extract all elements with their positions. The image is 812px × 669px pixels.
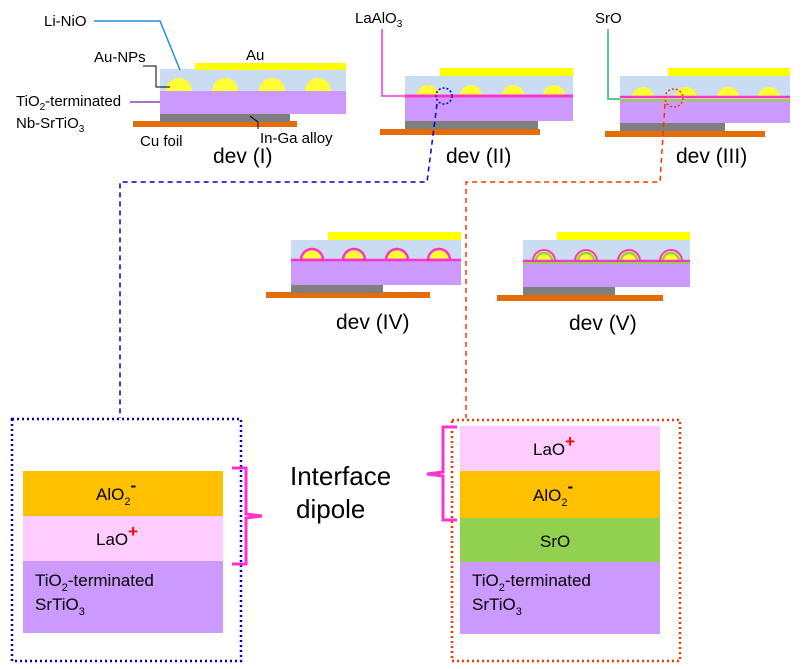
au-electrode	[195, 63, 346, 70]
device-label: dev (II)	[446, 145, 511, 168]
device-2: dev (II)	[380, 68, 573, 168]
au-np	[573, 249, 599, 262]
device-5: dev (V)	[497, 232, 690, 335]
alo2-label: AlO2-	[96, 476, 136, 508]
right-dipole-brace	[426, 425, 457, 522]
nb-srtio3-layer	[160, 91, 346, 114]
srtio3-layer	[23, 561, 223, 633]
au-np	[212, 78, 238, 91]
alo2-layer	[460, 471, 660, 518]
interface-highlight	[435, 87, 453, 105]
nb-srtio3-layer	[620, 100, 790, 123]
lao-label: LaO+	[96, 522, 138, 549]
lao-layer	[460, 426, 660, 471]
alo2-layer	[23, 471, 223, 516]
interface-dipole-label: Interface	[290, 461, 391, 491]
au-electrode	[668, 68, 790, 76]
au-label: Au	[246, 47, 264, 64]
lao-label: LaO+	[533, 432, 575, 459]
nb-srtio3-layer	[405, 96, 573, 121]
li-nio-layer	[523, 240, 690, 261]
au-electrode	[557, 232, 690, 240]
in-ga-leader	[249, 115, 259, 129]
cu-foil-label: Cu foil	[140, 133, 183, 150]
interface-highlight	[664, 88, 684, 108]
in-ga-layer	[405, 121, 538, 129]
blue-connector	[119, 103, 438, 418]
in-ga-layer	[160, 114, 290, 122]
au-np	[305, 78, 331, 91]
cu-foil-layer	[605, 131, 765, 137]
srtio3-label: SrTiO3	[35, 595, 85, 618]
au-np	[632, 87, 654, 98]
tio2-terminated-label: TiO2-terminated	[472, 571, 591, 594]
device-3: dev (III)	[605, 68, 790, 168]
device-1: dev (I)	[133, 63, 346, 168]
au-np	[384, 247, 410, 262]
sro-layer	[460, 518, 660, 562]
au-np	[531, 249, 557, 262]
device-label: dev (IV)	[336, 311, 410, 334]
au-electrode	[328, 232, 461, 240]
sro-label: SrO	[595, 10, 622, 27]
sro-label: SrO	[540, 532, 570, 551]
red-connector	[465, 103, 666, 418]
sro-shell	[534, 251, 681, 262]
au-np	[417, 85, 439, 96]
li-nio-layer	[620, 76, 790, 98]
in-ga-layer	[620, 123, 725, 131]
au-np	[502, 85, 524, 96]
li-nio-leader	[94, 20, 181, 71]
srtio3-layer	[460, 562, 660, 634]
li-nio-layer	[405, 76, 573, 96]
li-nio-label: Li-NiO	[44, 13, 87, 30]
au-np	[658, 249, 684, 262]
device-label: dev (III)	[676, 145, 747, 168]
au-np	[166, 78, 192, 91]
tio2-terminated-label: TiO2-terminated	[16, 93, 121, 113]
alo2-label: AlO2-	[533, 477, 573, 509]
cu-foil-layer	[497, 295, 663, 301]
cu-foil-layer	[266, 292, 430, 298]
cu-foil-layer	[133, 121, 297, 127]
device-4: dev (IV)	[266, 232, 461, 334]
nb-srtio3-layer	[523, 261, 690, 287]
au-np	[675, 87, 697, 98]
in-ga-layer	[523, 287, 615, 295]
au-nps-label: Au-NPs	[94, 49, 146, 66]
interface-dipole-label: dipole	[296, 494, 365, 524]
au-np	[616, 249, 642, 262]
in-ga-layer	[291, 285, 383, 293]
blue-dotted-frame	[10, 417, 243, 663]
right-layer-stack: LaO+ AlO2- SrO TiO2-terminated SrTiO3	[460, 426, 660, 634]
left-layer-stack: AlO2- LaO+ TiO2-terminated SrTiO3	[23, 471, 223, 633]
nb-srtio3-label: Nb-SrTiO3	[16, 115, 85, 135]
au-np	[341, 247, 367, 262]
au-np	[426, 247, 452, 262]
li-nio-layer	[160, 69, 346, 91]
laalo3-leader	[381, 29, 405, 97]
au-np	[460, 85, 482, 96]
in-ga-label: In-Ga alloy	[260, 130, 333, 147]
au-electrode	[440, 68, 573, 76]
cu-foil-layer	[380, 129, 540, 135]
lao-layer	[23, 516, 223, 561]
au-nps-leader	[143, 65, 170, 88]
left-dipole-brace	[232, 466, 263, 566]
tio2-terminated-label: TiO2-terminated	[35, 571, 154, 594]
au-np	[299, 247, 325, 262]
au-np	[543, 85, 565, 96]
sro-leader	[607, 29, 620, 100]
au-np	[259, 78, 285, 91]
li-nio-layer	[291, 240, 461, 260]
device-label: dev (I)	[213, 145, 273, 168]
au-np	[717, 87, 739, 98]
au-np	[758, 87, 780, 98]
srtio3-label: SrTiO3	[472, 595, 522, 618]
device-label: dev (V)	[569, 312, 637, 335]
nb-srtio3-layer	[291, 260, 461, 285]
laalo3-label: LaAlO3	[355, 10, 403, 30]
